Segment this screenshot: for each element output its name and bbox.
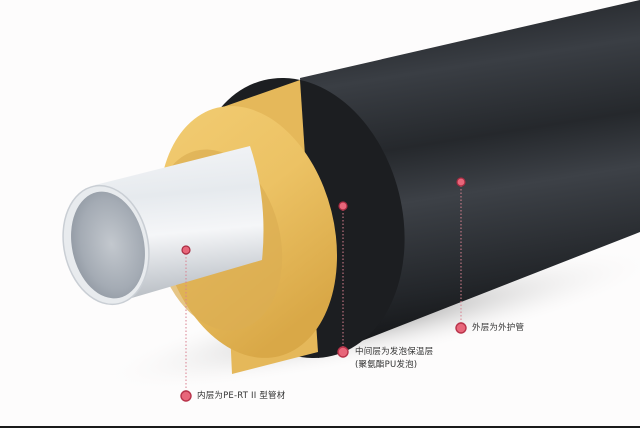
callout-inner-line-1: 内层为PE-RT II 型管材 (197, 391, 286, 401)
callout-middle-label: 中间层为发泡保温层 (聚氨酯PU发泡) (355, 346, 433, 372)
marker-outer-top-icon (456, 177, 466, 187)
marker-middle-label-icon (337, 346, 349, 358)
bottom-border (0, 426, 640, 428)
callout-outer-label: 外层为外护管 (472, 322, 524, 335)
callout-middle-line-1: 中间层为发泡保温层 (355, 347, 434, 357)
marker-inner-top-icon (181, 245, 191, 255)
callout-outer-line-1: 外层为外护管 (472, 323, 525, 333)
callout-middle-line-2: (聚氨酯PU发泡) (355, 360, 418, 370)
marker-inner-label-icon (180, 390, 192, 402)
marker-middle-top-icon (338, 201, 348, 211)
callout-inner-label: 内层为PE-RT II 型管材 (197, 390, 285, 403)
pipe-bore (71, 191, 145, 299)
marker-outer-label-icon (455, 322, 467, 334)
